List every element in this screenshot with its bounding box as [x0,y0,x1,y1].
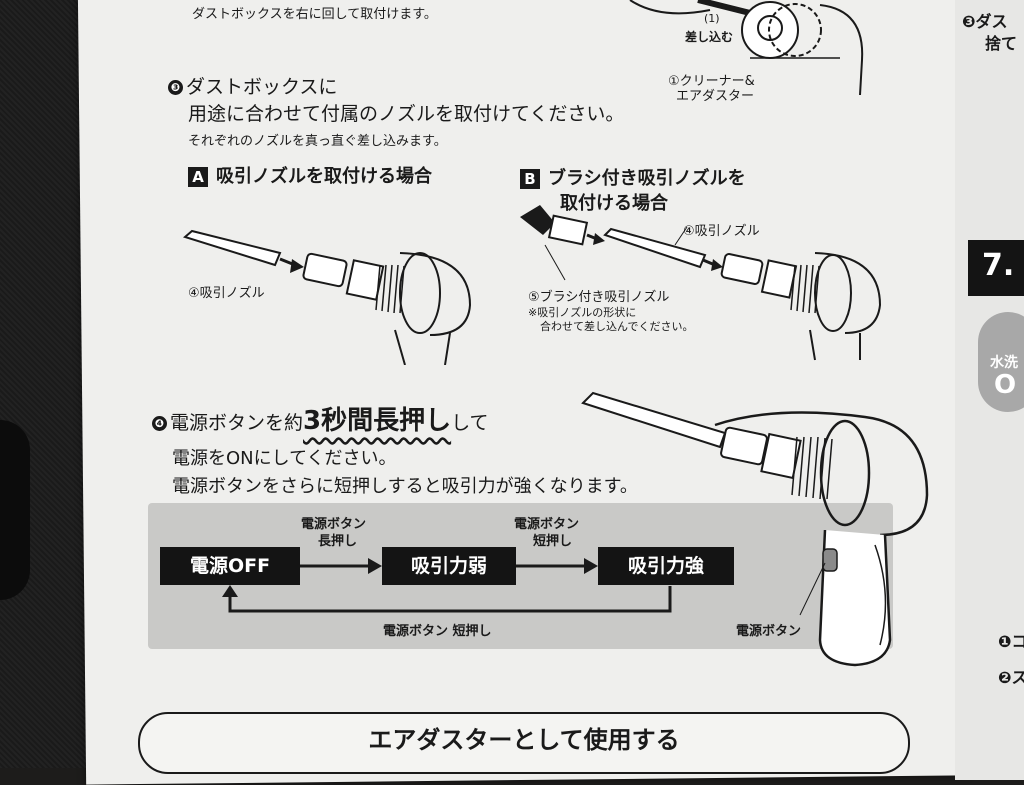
previous-step-text: ダストボックスを右に回して取付けます。 [192,7,437,22]
flow-arrows [222,558,672,613]
step4-line3: 電源ボタンをさらに短押しすると吸引力が強くなります。 [172,476,638,497]
section-heading: エアダスターとして使用する [368,726,680,754]
step4-line2: 電源をONにしてください。 [172,448,397,469]
cleaner-label-2: エアダスター [676,89,755,104]
right-section-badge: 7. [968,240,1024,296]
step3-title-line2: 用途に合わせて付属のノズルを取付けてください。 [188,103,625,125]
step3-subtitle: それぞれのノズルを真っ直ぐ差し込みます。 [188,134,447,149]
water-drop-icon: 水洗 O [978,312,1024,412]
right-item1: ❶コ [998,632,1024,651]
right-step3-line2: 捨て [985,34,1018,53]
option-b-title-2: 取付ける場合 [560,193,668,214]
cleaner-device-illustration [581,391,929,667]
top-device-illustration [629,0,864,96]
state-off-box: 電源OFF [160,547,300,585]
right-item2: ❷ス [998,668,1024,687]
right-step3: ❸ダス [962,12,1008,31]
insert-step-number: (1) [704,12,720,25]
arrow1-label-2: 長押し [318,534,358,549]
state-strong-box: 吸引力強 [598,547,734,585]
option-b-note-2: 合わせて差し込んでください。 [540,320,694,333]
illustration-b-brush-nozzle [520,205,882,361]
cleaner-label-1: ①クリーナー& [668,74,755,89]
option-b-nozzle-label: ④吸引ノズル [683,224,760,239]
dark-object [0,420,30,600]
section-heading-pill: エアダスターとして使用する [138,712,910,774]
state-weak-box: 吸引力弱 [382,547,516,585]
option-a-label: ④吸引ノズル [188,286,265,301]
insert-label: 差し込む [685,30,734,44]
arrow1-label-1: 電源ボタン [301,517,367,532]
return-arrow-label: 電源ボタン 短押し [383,624,492,639]
arrow2-label-1: 電源ボタン [514,517,580,532]
arrow2-label-2: 短押し [533,534,573,549]
option-b-brush-label: ⑤ブラシ付き吸引ノズル [528,290,670,305]
illustration-a-nozzle [182,229,472,365]
option-b-note-1: ※吸引ノズルの形状に [528,306,637,319]
power-button-label: 電源ボタン [736,624,802,639]
